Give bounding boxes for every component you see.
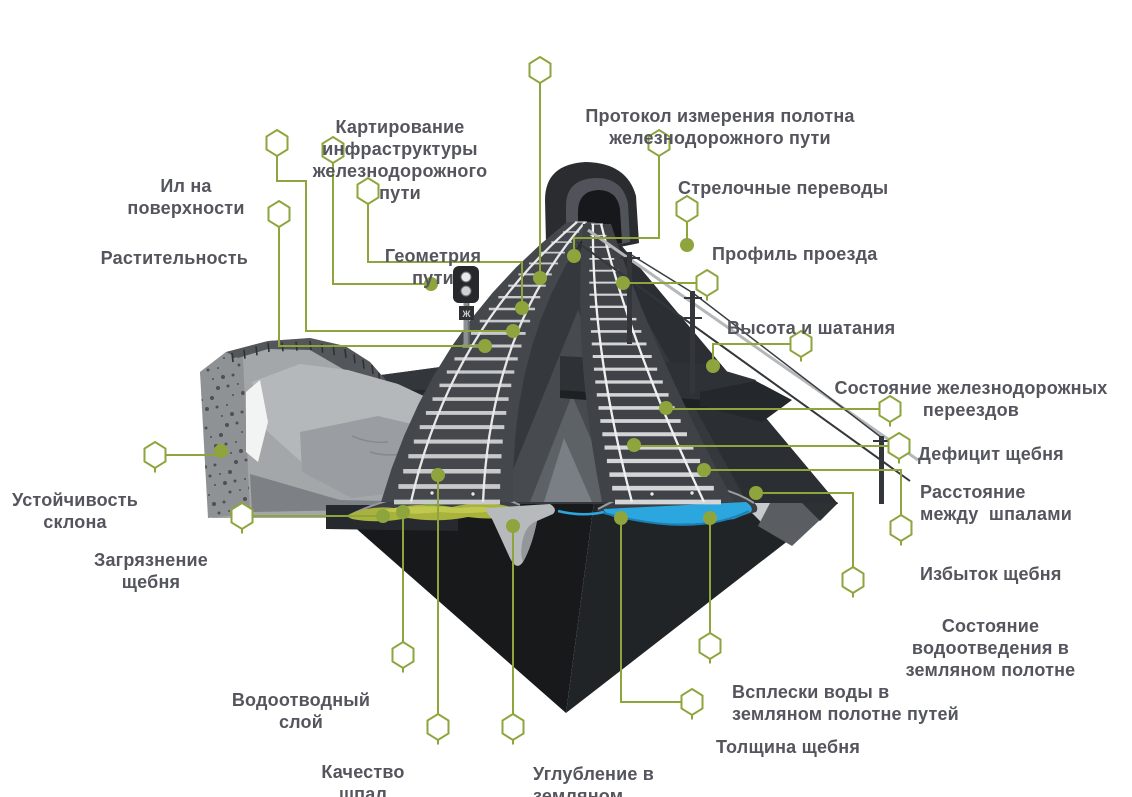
label-izbytok-schebnya: Избыток щебня [920,564,1062,584]
anchor-dot-icon [478,339,492,353]
connector-uglublenie [501,519,525,745]
connector-vspleski [698,511,722,664]
hex-marker-icon [501,712,525,745]
anchor-dot-icon [515,301,529,315]
catenary-mast [690,291,695,393]
anchor-dot-icon [396,505,410,519]
connector-kachestvo [426,468,450,745]
hex-marker-icon [647,128,671,161]
connector-protokol [528,55,552,285]
hex-marker-icon [887,431,911,464]
connector-zagryaznenie [230,501,390,534]
hex-marker-icon [321,135,345,168]
anchor-dot-icon [697,463,711,477]
anchor-dot-icon [376,509,390,523]
anchor-dot-icon [431,468,445,482]
hex-marker-icon [230,501,254,534]
label-rastitelnost: Растительность [100,248,248,268]
connector-vodootvodny [391,505,415,673]
concrete-face [200,352,250,518]
connector-rastitelnost [267,199,492,353]
connector-kartirovanie [321,135,438,291]
connector-ustoychivost [143,440,228,473]
anchor-dot-icon [749,486,763,500]
hex-marker-icon [841,565,865,598]
anchor-dot-icon [627,438,641,452]
anchor-dot-icon [567,249,581,263]
anchor-dot-icon [706,359,720,373]
hex-marker-icon [878,394,902,427]
connector-deficit [659,394,902,427]
connector-vysota [616,268,719,301]
hex-marker-icon [265,128,289,161]
hex-marker-icon [680,687,704,720]
hex-marker-icon [143,440,167,473]
anchor-dot-icon [506,519,520,533]
connector-strelochnye [567,128,671,263]
label-vysota-i-shataniya: Высота и шатания [727,318,896,338]
connector-izbytok [697,463,913,546]
hex-marker-icon [391,640,415,673]
slope-ridge [226,338,390,392]
railway-track-left [381,221,595,505]
hex-marker-icon [675,194,699,227]
hex-marker-icon [698,631,722,664]
hex-marker-icon [426,712,450,745]
hex-marker-icon [528,55,552,88]
subgrade-depression-sack [485,504,555,566]
anchor-dot-icon [214,444,228,458]
hex-marker-icon [889,513,913,546]
label-strelochnye-perevody: Стрелочные переводы [678,178,889,198]
anchor-dot-icon [424,277,438,291]
anchor-dot-icon [616,276,630,290]
anchor-dot-icon [614,511,628,525]
anchor-dot-icon [703,511,717,525]
subgrade-ground-block [326,502,838,713]
sleeper-fasteners [429,490,695,497]
hex-marker-icon [267,199,291,232]
anchor-dot-icon [506,324,520,338]
hex-marker-icon [695,268,719,301]
label-tolschina-schebnya: Толщина щебня [716,737,861,757]
connector-vodootvedenie [749,486,865,598]
anchor-dot-icon [680,238,694,252]
label-deficit-schebnya: Дефицит щебня [918,444,1064,464]
hex-marker-icon [789,329,813,362]
connector-tolschina [614,511,704,720]
connector-profil [675,194,699,252]
catenary-mast [627,252,632,344]
anchor-dot-icon [533,271,547,285]
hex-marker-icon [356,176,380,209]
connector-il [265,128,520,338]
svg-text:Ж: Ж [461,309,471,319]
traffic-signal-icon: Ж [453,266,479,346]
anchor-dot-icon [659,401,673,415]
label-profil-proezda: Профиль проезда [712,244,878,264]
connector-rasstoyanie [627,431,911,464]
connector-pereezdy [706,329,813,373]
connector-geometriya [356,176,529,315]
callout-connectors [143,55,913,745]
